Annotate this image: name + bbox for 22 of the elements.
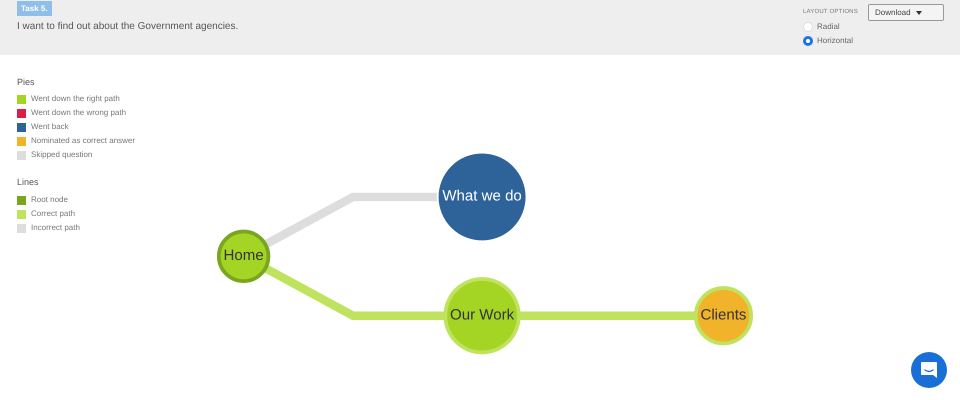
legend-label: Incorrect path: [31, 223, 80, 232]
download-button: Download: [868, 4, 944, 21]
connector: [263, 192, 438, 248]
legend-label: Went back: [31, 122, 69, 131]
legend-heading: Lines: [17, 177, 39, 187]
node-circle: Clients: [694, 286, 754, 346]
connector: [518, 312, 696, 320]
task-text: I want to find out about the Government agencies.: [17, 21, 238, 32]
option-label: Radial: [817, 22, 840, 31]
legend-label: Nominated as correct answer: [31, 136, 136, 145]
option-label: Horizontal: [817, 36, 854, 45]
task-badge: Task 5.: [17, 1, 52, 16]
node-circle: What we do: [436, 152, 528, 242]
node-circle: Our Work: [443, 277, 521, 354]
legend-heading: Pies: [17, 77, 35, 87]
connector: [263, 264, 446, 320]
legend-label: Root node: [31, 195, 68, 204]
legend-label: Skipped question: [31, 150, 92, 159]
node-circle: Home: [216, 230, 270, 283]
legend-label: Went down the wrong path: [31, 108, 126, 117]
legend-label: Went down the right path: [31, 94, 120, 103]
legend-label: Correct path: [31, 209, 76, 218]
